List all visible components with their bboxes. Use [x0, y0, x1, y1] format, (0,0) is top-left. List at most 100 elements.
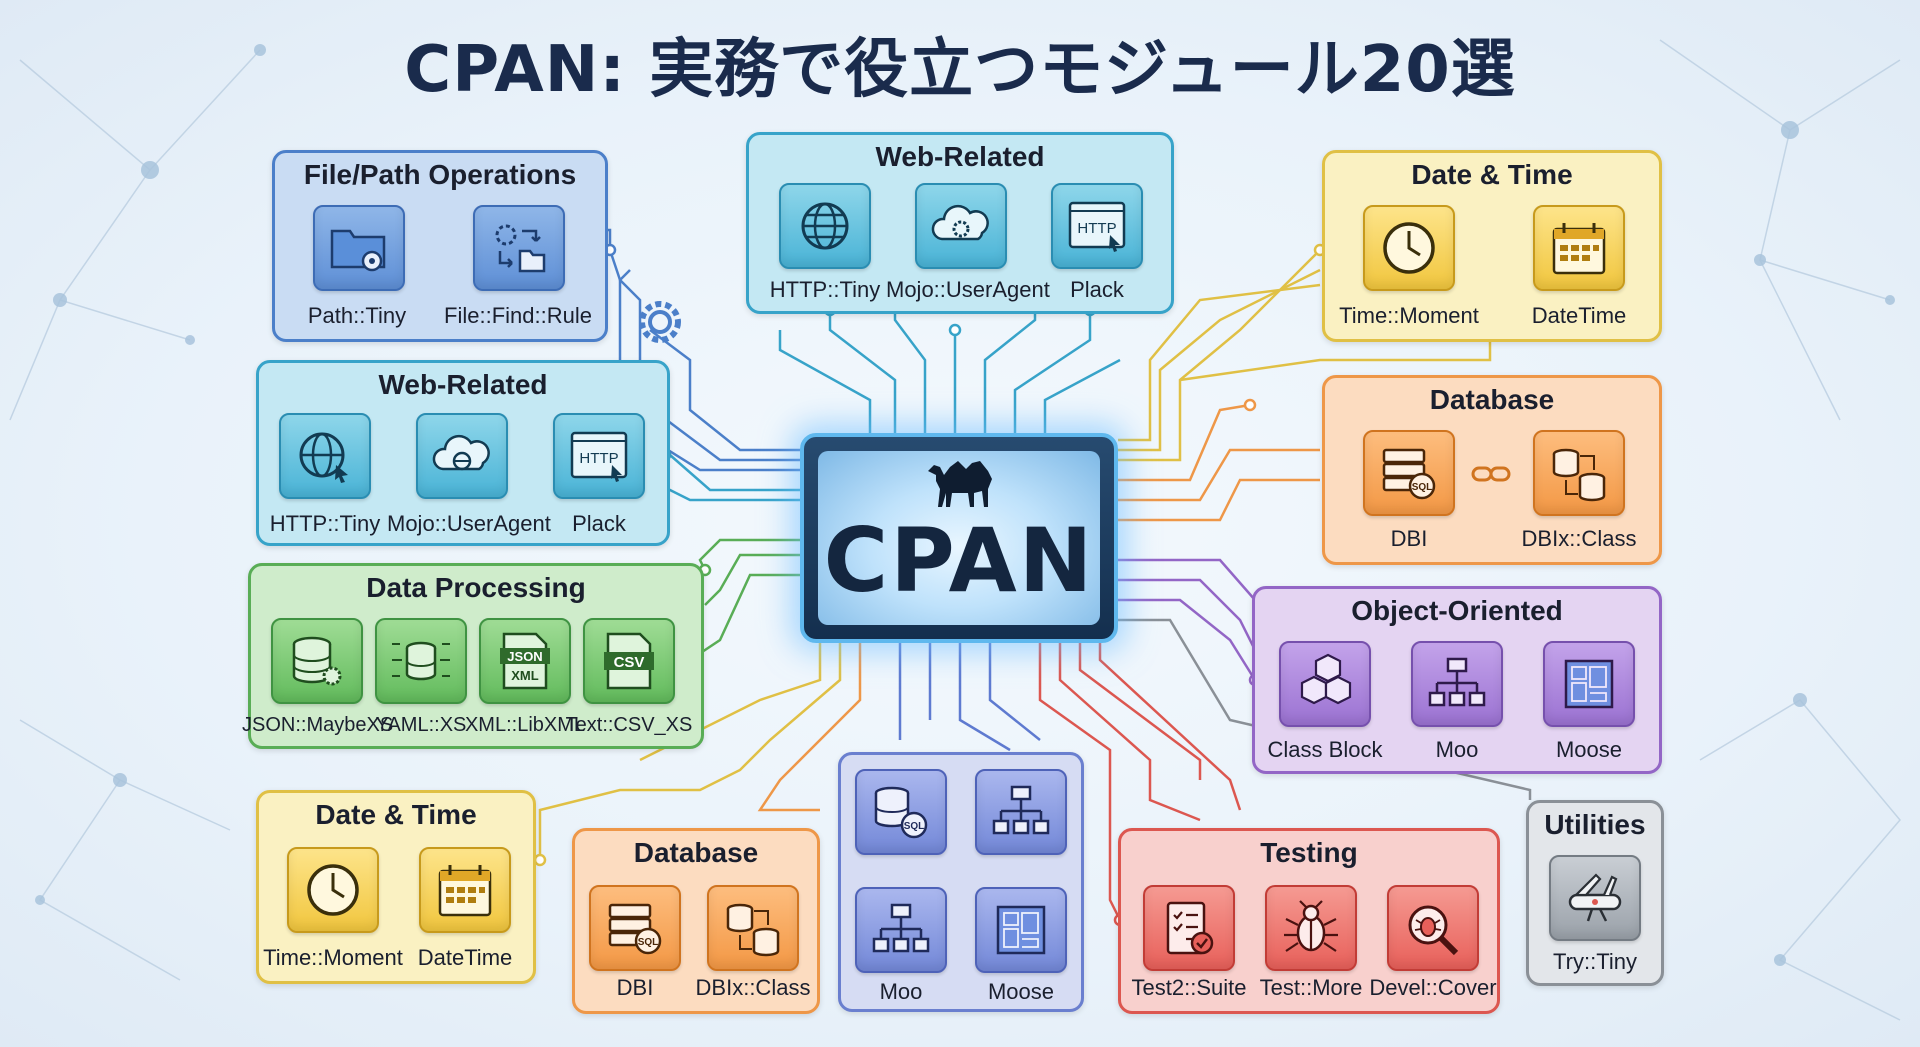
- module-yaml-xs[interactable]: [375, 618, 467, 704]
- module-dbix-class[interactable]: [1533, 430, 1625, 516]
- module-file-find-rule[interactable]: [473, 205, 565, 291]
- group-title: Date & Time: [1411, 159, 1573, 190]
- module-time-moment[interactable]: [287, 847, 379, 933]
- module-dbix-class[interactable]: [707, 885, 799, 971]
- group-data-processing: Data Processing JSON::MaybeXS YAML::XS J…: [242, 563, 704, 749]
- module-label: Plack: [572, 511, 626, 536]
- module-label: Try::Tiny: [1553, 949, 1637, 974]
- module-json-maybexs[interactable]: [271, 618, 363, 704]
- group-web-related-top: Web-Related HTTP::Tiny Mojo::UserAgent H…: [746, 132, 1174, 314]
- group-title: Database: [633, 837, 759, 868]
- group-testing: Testing Test2::Suite Test::More Devel::C…: [1118, 828, 1500, 1014]
- folder-gear-icon: [330, 229, 386, 272]
- module-label: Mojo::UserAgent: [387, 511, 551, 536]
- module-label: Time::Moment: [263, 945, 403, 970]
- chip-label: CPAN: [823, 509, 1095, 612]
- hierarchy-icon: [992, 785, 1050, 835]
- gear-folder-arrows-icon: [495, 224, 546, 273]
- cubes-icon: [1300, 653, 1352, 705]
- module-class-block[interactable]: [1279, 641, 1371, 727]
- group-web-related-left: Web-Related HTTP::Tiny Mojo::UserAgent H…: [256, 360, 670, 546]
- module-xml-libxml[interactable]: JSON XML: [479, 618, 571, 704]
- module-label: Mojo::UserAgent: [886, 277, 1050, 302]
- module-plack[interactable]: HTTP: [1051, 183, 1143, 269]
- module-label: Text::CSV_XS: [565, 714, 693, 736]
- module-moose[interactable]: [1543, 641, 1635, 727]
- module-label: Test::More: [1259, 975, 1363, 1000]
- http-window-icon: HTTP: [1068, 201, 1126, 252]
- checklist-icon: [1166, 901, 1214, 955]
- module-moo[interactable]: [1411, 641, 1503, 727]
- module-time-moment[interactable]: [1363, 205, 1455, 291]
- module-plack[interactable]: HTTP: [553, 413, 645, 499]
- blueprint-icon: [996, 905, 1046, 955]
- module-sql-server[interactable]: SQL: [855, 769, 947, 855]
- clock-icon: [307, 864, 359, 916]
- module-path-tiny[interactable]: [313, 205, 405, 291]
- hierarchy-icon: [872, 903, 930, 953]
- module-http-tiny[interactable]: [279, 413, 371, 499]
- globe-cursor-icon: [299, 432, 348, 483]
- database-link-icon: [1552, 448, 1606, 502]
- cloud-globe-icon: [432, 434, 490, 471]
- calendar-icon: [1552, 223, 1606, 275]
- module-http-tiny[interactable]: [779, 183, 871, 269]
- group-title: Testing: [1260, 837, 1358, 868]
- svg-text:XML: XML: [511, 668, 539, 683]
- module-label: DBIx::Class: [1521, 526, 1637, 551]
- svg-text:CSV: CSV: [614, 654, 645, 671]
- bug-icon: [1284, 900, 1338, 952]
- module-label: DBI: [616, 975, 654, 1000]
- group-file-path: File/Path Operations Path::Tiny File::Fi…: [272, 150, 608, 342]
- group-title: Web-Related: [378, 369, 548, 400]
- globe-icon: [801, 202, 849, 250]
- module-label: Time::Moment: [1339, 303, 1479, 328]
- module-dbi[interactable]: SQL: [589, 885, 681, 971]
- group-title: Database: [1429, 384, 1555, 415]
- group-database-left: Database SQL DBI DBIx::Class: [572, 828, 820, 1014]
- module-mojo-useragent[interactable]: [416, 413, 508, 499]
- module-test-more[interactable]: [1265, 885, 1357, 971]
- group-title: Date & Time: [315, 799, 477, 830]
- module-moose[interactable]: [975, 887, 1067, 973]
- module-moo[interactable]: [855, 887, 947, 973]
- json-xml-file-icon: JSON XML: [500, 632, 550, 690]
- module-label: XML::LibXML: [464, 714, 586, 736]
- page-title: CPAN: 実務で役立つモジュール20選: [404, 33, 1516, 107]
- module-mojo-useragent[interactable]: [915, 183, 1007, 269]
- module-dbi[interactable]: SQL: [1363, 430, 1455, 516]
- cpan-chip: CPAN: [800, 433, 1118, 643]
- module-label: YAML::XS: [375, 714, 467, 736]
- group-utilities: Utilities Try::Tiny: [1526, 800, 1664, 986]
- group-title: Data Processing: [366, 572, 586, 603]
- module-hierarchy[interactable]: [975, 769, 1067, 855]
- http-window-icon: HTTP: [570, 431, 628, 482]
- module-datetime[interactable]: [1533, 205, 1625, 291]
- svg-text:JSON: JSON: [507, 649, 542, 664]
- database-circuit-icon: [392, 641, 450, 681]
- svg-text:HTTP: HTTP: [579, 450, 618, 467]
- module-test2-suite[interactable]: [1143, 885, 1235, 971]
- link-chain-icon: [1471, 466, 1511, 482]
- module-devel-cover[interactable]: [1387, 885, 1479, 971]
- module-datetime[interactable]: [419, 847, 511, 933]
- module-text-csv-xs[interactable]: CSV: [583, 618, 675, 704]
- server-sql-icon: SQL: [608, 903, 662, 955]
- module-label: Class Block: [1267, 737, 1383, 762]
- module-label: HTTP::Tiny: [269, 511, 381, 536]
- calendar-icon: [438, 865, 492, 917]
- group-title: File/Path Operations: [303, 159, 577, 190]
- group-object-oriented-bottom: SQL Moo Moose: [838, 752, 1084, 1012]
- server-sql-icon: SQL: [874, 786, 928, 839]
- group-date-time-right: Date & Time Time::Moment DateTime: [1322, 150, 1662, 342]
- module-label: JSON::MaybeXS: [242, 714, 394, 736]
- module-try-tiny[interactable]: [1549, 855, 1641, 941]
- database-gear-icon: [292, 636, 342, 686]
- hierarchy-icon: [1428, 657, 1486, 707]
- module-label: Test2::Suite: [1131, 975, 1247, 1000]
- svg-text:SQL: SQL: [638, 937, 659, 948]
- module-label: Path::Tiny: [307, 303, 407, 328]
- group-date-time-left: Date & Time Time::Moment DateTime: [256, 790, 536, 984]
